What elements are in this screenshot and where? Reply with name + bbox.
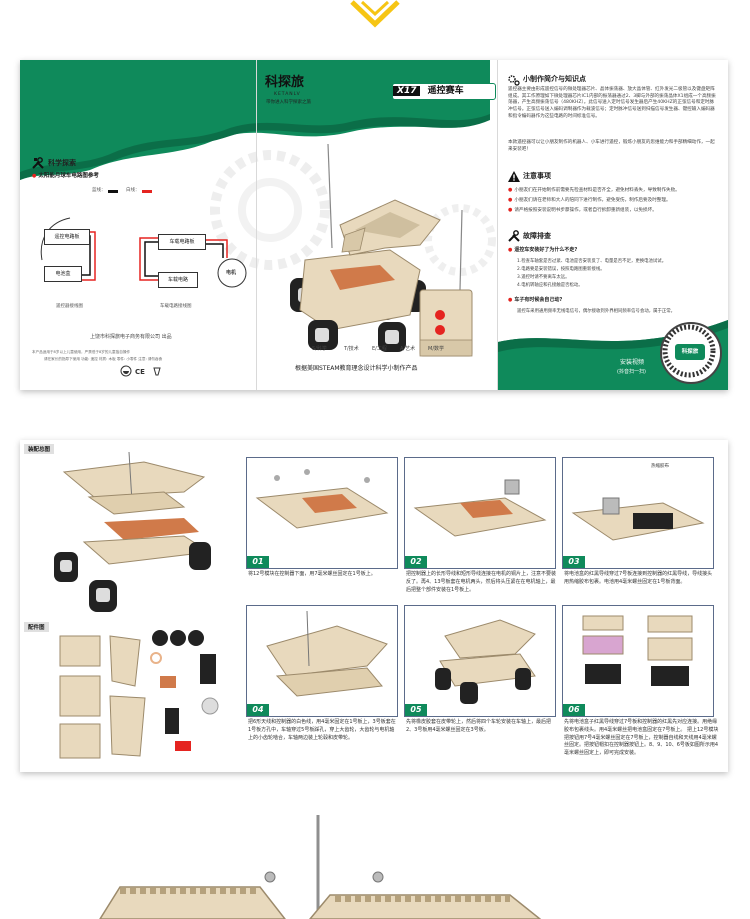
car-diagram-caption: 车载电路接线图 (160, 304, 192, 309)
intro-title: 小制作简介与知识点 (523, 75, 586, 83)
steam-m: M/数学 (428, 346, 444, 352)
video-sub: (抖音扫一扫) (617, 369, 646, 375)
step-number-05: 05 (405, 704, 427, 716)
car-board-box: 车载电路板 (158, 234, 206, 250)
remote-diagram-caption: 遥控器接线图 (56, 304, 83, 309)
assembled-tag: 装配总图 (24, 444, 55, 454)
step-number-02: 02 (405, 556, 427, 568)
steam-a: A/艺术 (400, 346, 416, 352)
notice-2: 小朋友们请在老师和大人的陪同下进行制作，避免受伤，制作后要及时整理。 (508, 198, 670, 204)
product-name: 遥控赛车 (427, 86, 464, 96)
intro-body-2: 本款遥控器可以让小朋友制作的机器人、小车进行遥控，锻炼小朋友的思维能力和手部精细… (508, 140, 715, 152)
trouble-title: 故障排查 (523, 232, 551, 240)
step-text-04: 把6形天线和控制器的白色线，用4毫米固定在1号板上，3号板套在1号板方孔中，车轴… (248, 719, 396, 741)
question-2: 车子有时候会自己动? (508, 297, 562, 304)
notice-3: 请严格按照安装说明书步骤操作，或者自行拆卸重新组装，以免损坏。 (508, 208, 656, 214)
remote-board-box: 遥控电路板 (44, 229, 90, 245)
step-frame-01: 01 (246, 457, 398, 569)
step-text-02: 把控制器上的长形导线和短形导线连接在电机的铜片上，注意不要装反了。再4、13号板… (406, 571, 557, 593)
step-text-01: 将12号模块在控制器下面，用7毫米螺丝固定在1号板上。 (248, 571, 376, 577)
step-illustration-03 (571, 497, 705, 541)
fine-print-1: 本产品适用于8岁以上儿童使用，严禁低于8岁的儿童独自操作 (32, 350, 131, 354)
answer-1-4: 4.电机转轴应和孔接触是否松动。 (517, 283, 583, 288)
instructions-panel: 装配总图 配件图 (20, 440, 728, 772)
chevron-down-icon (350, 0, 400, 28)
answer-1-3: 3.遥控时请不要离车太远。 (517, 275, 570, 280)
legend-label-1: 蓝线： (92, 188, 106, 193)
circuit-subtitle: 太阳能月球车电路图参考 (32, 173, 99, 180)
parts-view (59, 630, 219, 759)
legend-line-1 (108, 190, 118, 193)
steam-slogan: 根据美国STEAM教育理念设计科学小制作产品 (295, 365, 418, 372)
steam-icons: S/科学 T/技术 E/工程 A/艺术 M/数学 (312, 346, 462, 357)
step-number-06: 06 (563, 704, 585, 716)
step-number-01: 01 (247, 556, 269, 568)
step-illustration-06 (582, 615, 693, 686)
step-frame-06: 06 (562, 605, 714, 717)
science-title: 科学探索 (48, 159, 76, 167)
svg-text:CE: CE (135, 368, 145, 376)
warning-icon (508, 171, 520, 182)
step3-label: 热缩胶布 (651, 464, 669, 469)
certification-icons: CE (120, 365, 161, 377)
steam-e: E/工程 (372, 346, 387, 352)
answer-1-2: 2.电路要是安装错误，按照电路图重新接线。 (517, 267, 605, 272)
parts-tag: 配件图 (24, 622, 49, 632)
step-text-03: 将电池盒的红黑导线穿过7号板连接到控制器的红黑导线，导线接头用热缩胶布包裹。电池… (564, 571, 713, 585)
product-code: X17 (393, 86, 421, 96)
step-illustration-01 (255, 469, 389, 529)
car-illustration (290, 143, 473, 357)
question-1: 遥控车安装好了为什么不走? (508, 247, 577, 254)
step-frame-03: 热缩胶布 03 (562, 457, 714, 569)
step-text-05: 先将橡皮胶套在皮带轮上，然后将四个车轮安装在车轴上，最后把2、3号板用4毫米螺丝… (406, 719, 552, 733)
step-number-03: 03 (563, 556, 585, 568)
gear-icon (508, 75, 520, 86)
brand-name: 科探旅 (265, 75, 305, 90)
brochure-panel: 科探旅 KETANLV 带你进入科学探索之旅 X17 遥控赛车 科学探索 太阳能… (20, 60, 728, 390)
answer-1-1: 1.检查车轴套是否过紧、电池是否安装反了、电量是否不足，更换电池试试。 (517, 259, 667, 264)
car-wiring-diagram (139, 237, 247, 288)
car-battery-box: 车载电路 (158, 272, 198, 288)
qr-badge: 科探旅 (675, 344, 705, 360)
notice-1: 小朋友们在开始制作前需要先检查材料是否齐全，避免材料丢失，导致制作失败。 (508, 188, 679, 194)
qr-code[interactable]: 科探旅 (660, 322, 722, 384)
answer-2: 遥控车采用通用频率无线电信号，偶尔接收到外界相同频率信号会动，属于正常。 (517, 309, 676, 314)
company-name: 上饶市科探旅电子商务有限公司 出品 (90, 334, 172, 340)
step-frame-02: 02 (404, 457, 556, 569)
tools-icon-2 (508, 230, 520, 242)
legend-line-2 (142, 190, 152, 193)
remote-battery-box: 电池盒 (44, 266, 82, 282)
qr-pattern (662, 324, 716, 378)
steam-s: S/科学 (312, 346, 327, 352)
product-photo (99, 815, 542, 919)
remote-wiring-diagram (40, 217, 96, 281)
notice-title: 注意事项 (523, 172, 551, 180)
video-label: 安装视频 (620, 359, 645, 366)
step-frame-05: 05 (404, 605, 556, 717)
legend-label-2: 白线： (126, 188, 140, 193)
motor-label: 电机 (226, 270, 237, 276)
step-frame-04: 04 (246, 605, 398, 717)
step-number-04: 04 (247, 704, 269, 716)
product-title: X17 遥控赛车 (392, 83, 496, 100)
exploded-view (54, 452, 211, 612)
fine-print-2: 请在家长的指导下使用 功能: 遥控 材质: 木板 零件: 小零件 注意: 请勿吞… (44, 357, 163, 361)
tools-icon (32, 157, 44, 169)
steam-t: T/技术 (344, 346, 359, 352)
intro-body: 遥控器主要由形成遥控信号的微处理器芯片、晶体振荡器、放大晶体管、红外发光二极管以… (508, 87, 716, 119)
step-illustration-04 (266, 610, 388, 697)
step-text-06: 先将电池盒子红黑导线穿过7号板和控制器的红黑先对应连接。用绝缘胶布包裹线头。用4… (564, 719, 719, 756)
brand-slogan: 带你进入科学探索之旅 (266, 100, 311, 105)
step-illustration-02 (413, 479, 547, 537)
step-illustration-05 (435, 619, 536, 704)
brand-en: KETANLV (274, 92, 301, 97)
